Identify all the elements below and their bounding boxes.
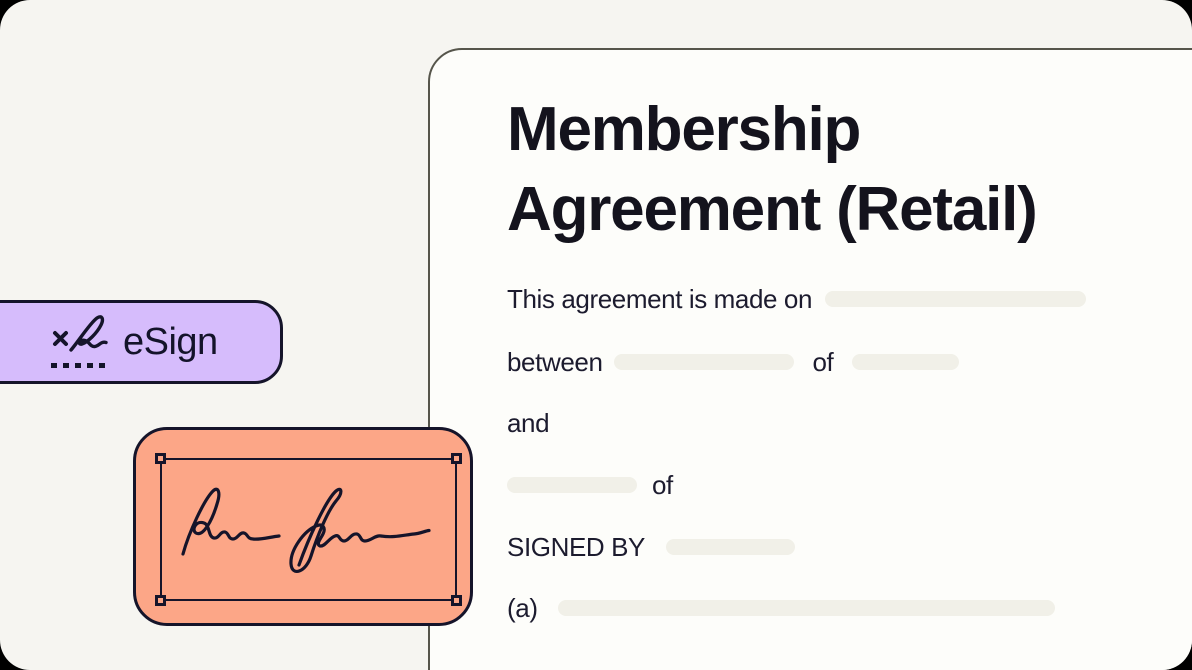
doc-line-3-text: and (507, 407, 550, 438)
clause-a-placeholder[interactable] (557, 600, 1055, 616)
doc-line-1-text: This agreement is made on (507, 283, 813, 314)
doc-line-4-text: of (652, 469, 673, 500)
resize-handle-top-left[interactable] (155, 453, 166, 464)
date-field-placeholder[interactable] (825, 291, 1087, 307)
doc-line-2-text-of: of (812, 346, 834, 377)
esign-badge[interactable]: eSign (0, 300, 283, 384)
party1-address-placeholder[interactable] (852, 354, 960, 370)
title-line-2: Agreement (Retail) (507, 175, 1038, 244)
signature-field-card[interactable] (133, 427, 473, 626)
doc-line-5: SIGNED BY (507, 530, 795, 564)
doc-line-2-text-between: between (507, 346, 603, 377)
doc-line-1: This agreement is made on (507, 282, 1087, 316)
selection-box[interactable] (155, 453, 462, 606)
dotted-underline-icon (51, 363, 105, 368)
signer-name-placeholder[interactable] (666, 539, 795, 555)
signature-icon (51, 315, 109, 368)
esign-badge-label: eSign (123, 320, 218, 363)
resize-handle-bottom-left[interactable] (155, 595, 166, 606)
x-mark-icon (53, 331, 68, 346)
party1-name-placeholder[interactable] (613, 354, 794, 370)
handwritten-signature (181, 487, 431, 573)
resize-handle-bottom-right[interactable] (451, 595, 462, 606)
doc-line-2: between of (507, 345, 960, 379)
title-line-1: Membership (507, 95, 861, 164)
doc-line-4: of (507, 468, 673, 502)
resize-handle-top-right[interactable] (451, 453, 462, 464)
signature-loop-icon (69, 315, 108, 352)
doc-line-3: and (507, 406, 550, 440)
doc-line-5-text: SIGNED BY (507, 531, 645, 562)
doc-line-6: (a) (507, 591, 1055, 625)
doc-line-6-text: (a) (507, 592, 538, 623)
party2-name-placeholder[interactable] (507, 477, 637, 493)
